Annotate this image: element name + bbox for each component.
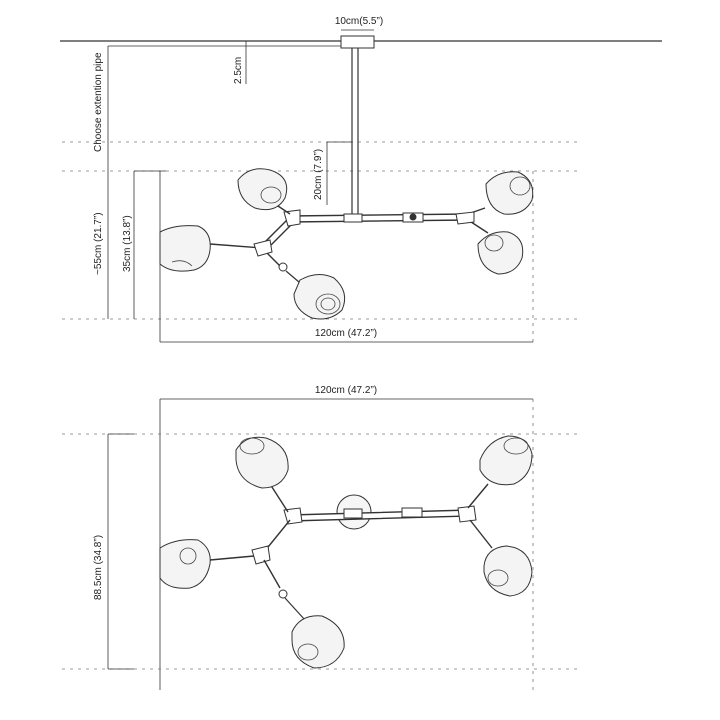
top-depth-label: 88.5cm (34.8”)	[93, 535, 104, 600]
front-shade-top-right	[485, 171, 534, 215]
top-shade-bottom	[291, 615, 345, 669]
canopy-width-label: 10cm(5.5”)	[335, 16, 383, 27]
total-height-label: ~55cm (21.7”)	[93, 212, 104, 275]
main-bar-top	[289, 509, 471, 522]
top-shade-right	[483, 545, 533, 597]
top-shade-top-right	[479, 435, 533, 486]
canopy	[340, 35, 375, 49]
canopy-gap-label: 2.5cm	[233, 57, 244, 84]
extension-pipe-label: Choose extention pipe	[93, 52, 104, 152]
top-width-label: 120cm (47.2”)	[315, 385, 377, 396]
pipe-length-label: 20cm (7.9”)	[313, 149, 324, 200]
front-shade-right	[477, 231, 524, 275]
body-height-label: 35cm (13.8”)	[122, 215, 133, 272]
front-width-label: 120cm (47.2”)	[315, 328, 377, 339]
front-view: 10cm(5.5”) 2.5cm Choose extention pipe ~…	[60, 16, 662, 343]
front-shade-left	[159, 225, 211, 272]
main-bar	[287, 213, 471, 223]
front-shade-top-left	[237, 168, 288, 211]
top-shade-top-left	[235, 436, 289, 489]
top-shade-left	[159, 539, 211, 589]
front-shade-bottom	[293, 274, 346, 320]
top-view: 120cm (47.2”) 88.5cm (34.8”)	[62, 385, 582, 690]
